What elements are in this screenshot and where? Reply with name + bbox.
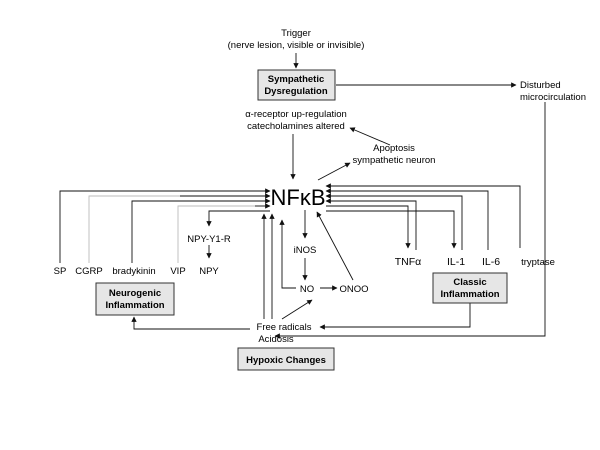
hypoxic-changes-box xyxy=(237,347,335,371)
apoptosis-line1: Apoptosis xyxy=(373,143,415,154)
label-sp: SP xyxy=(54,266,67,277)
neurogenic-line2: Inflammation xyxy=(105,300,164,311)
nfkb-suffix: B xyxy=(311,185,326,210)
sympathetic-dysregulation-box xyxy=(257,69,336,101)
alpha-receptor-line2: catecholamines altered xyxy=(247,121,345,132)
nfkb-label: NFκB xyxy=(270,185,325,210)
tnf-prefix: TNF xyxy=(395,256,415,268)
neurogenic-inflammation-box xyxy=(95,282,175,316)
label-npy-y1-r: NPY-Y1-R xyxy=(187,234,231,245)
sympathetic-line1: Sympathetic xyxy=(268,74,325,85)
label-bradykinin: bradykinin xyxy=(112,266,155,277)
label-no: NO xyxy=(300,284,314,295)
label-vip: VIP xyxy=(170,266,185,277)
label-il6: IL-6 xyxy=(482,256,500,268)
disturbed-line2: microcirculation xyxy=(520,92,586,103)
tnf-alpha: α xyxy=(415,256,421,268)
trigger-title: Trigger xyxy=(281,28,311,39)
label-tryptase: tryptase xyxy=(521,257,555,268)
neurogenic-line1: Neurogenic xyxy=(109,288,161,299)
label-onoo: ONOO xyxy=(339,284,368,295)
classic-line2: Inflammation xyxy=(440,289,499,300)
classic-line1: Classic xyxy=(453,277,486,288)
label-npy: NPY xyxy=(199,266,219,277)
alpha-receptor-line1: α-receptor up-regulation xyxy=(245,109,347,120)
connectors xyxy=(59,53,546,339)
label-tnf-alpha: TNFα xyxy=(395,256,422,268)
free-radicals-line1: Free radicals xyxy=(257,322,312,333)
label-il1: IL-1 xyxy=(447,256,465,268)
nfkb-kappa: κ xyxy=(300,185,312,210)
disturbed-line1: Disturbed xyxy=(520,80,561,91)
classic-inflammation-box xyxy=(432,272,508,304)
label-inos: iNOS xyxy=(294,245,317,256)
apoptosis-line2: sympathetic neuron xyxy=(353,155,436,166)
hypoxic-label: Hypoxic Changes xyxy=(246,355,326,366)
nfkb-prefix: NF xyxy=(270,185,299,210)
free-radicals-line2: Acidosis xyxy=(258,334,294,345)
trigger-subtitle: (nerve lesion, visible or invisible) xyxy=(228,40,365,51)
sympathetic-line2: Dysregulation xyxy=(264,86,328,97)
label-cgrp: CGRP xyxy=(75,266,102,277)
